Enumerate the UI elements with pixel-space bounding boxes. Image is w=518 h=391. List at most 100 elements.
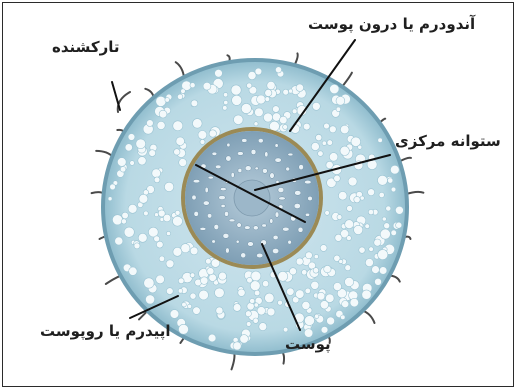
xylem-cell (245, 166, 251, 171)
cortex-cell (336, 107, 341, 112)
cortex-cell (278, 300, 283, 305)
xylem-cell (248, 242, 254, 247)
cortex-cell (296, 290, 305, 299)
cortex-cell (110, 184, 116, 190)
xylem-cell (257, 253, 263, 257)
xylem-cell (275, 144, 278, 148)
cortex-cell (129, 267, 137, 275)
cortex-cell (207, 268, 214, 275)
cortex-cell (190, 247, 198, 255)
cortex-cell (215, 288, 225, 298)
xylem-cell (241, 253, 246, 258)
cortex-cell (138, 157, 146, 165)
cortex-cell (340, 146, 349, 155)
cortex-cell (247, 83, 252, 88)
label-cortex: پوست (285, 335, 331, 353)
cortex-cell (391, 230, 397, 236)
cortex-cell (177, 94, 182, 99)
xylem-cell (288, 153, 293, 156)
cortex-cell (311, 142, 319, 150)
xylem-cell (275, 158, 281, 162)
cortex-cell (155, 213, 159, 217)
cortex-cell (219, 272, 227, 280)
cortex-cell (208, 334, 216, 342)
cortex-cell (254, 122, 258, 126)
cortex-cell (206, 259, 212, 265)
cortex-cell (338, 191, 347, 200)
cortex-cell (368, 189, 375, 196)
cortex-cell (233, 304, 241, 312)
cortex-cell (247, 277, 253, 283)
xylem-cell (200, 227, 206, 230)
cortex-cell (154, 177, 160, 183)
cortex-cell (390, 165, 399, 174)
cortex-cell (152, 169, 161, 178)
xylem-cell (295, 191, 301, 196)
cortex-cell (346, 236, 351, 241)
xylem-cell (229, 219, 235, 222)
cortex-cell (245, 311, 251, 317)
xylem-cell (305, 180, 312, 184)
cortex-cell (365, 224, 370, 229)
cortex-cell (188, 304, 192, 308)
cortex-cell (265, 97, 270, 102)
cortex-cell (253, 318, 258, 323)
cortex-cell (182, 302, 187, 307)
cortex-cell (391, 187, 396, 192)
xylem-cell (208, 176, 213, 179)
cortex-cell (166, 260, 174, 268)
cortex-cell (327, 140, 333, 146)
cortex-cell (378, 138, 383, 143)
cortex-cell (396, 222, 402, 228)
cortex-cell (348, 177, 357, 186)
cortex-cell (313, 268, 319, 274)
cortex-cell (117, 158, 126, 167)
cortex-cell (280, 116, 288, 124)
cortex-cell (345, 277, 354, 286)
cortex-cell (176, 137, 185, 146)
xylem-cell (192, 195, 196, 200)
cortex-cell (166, 288, 173, 295)
cortex-cell (273, 106, 280, 113)
cortex-cell (287, 288, 295, 296)
cortex-cell (305, 288, 311, 294)
cortex-cell (203, 82, 211, 90)
xylem-cell (265, 152, 268, 157)
xylem-cell (298, 227, 303, 232)
xylem-cell (294, 203, 300, 208)
label-epidermis: اپیدرم یا روپوست (40, 322, 171, 340)
cortex-cell (262, 281, 268, 287)
cortex-cell (341, 315, 346, 320)
cortex-cell (174, 149, 180, 155)
cortex-cell (374, 239, 381, 246)
cortex-cell (254, 290, 260, 296)
cortex-cell (296, 84, 304, 92)
cortex-cell (329, 153, 338, 162)
cortex-cell (170, 310, 179, 319)
cortex-cell (179, 159, 187, 167)
cortex-cell (215, 69, 223, 77)
xylem-cell (270, 219, 273, 224)
xylem-cell (279, 197, 286, 200)
xylem-cell (299, 165, 304, 170)
cortex-cell (238, 289, 245, 296)
cortex-cell (144, 278, 154, 288)
cortex-cell (325, 211, 330, 216)
cortex-cell (369, 247, 374, 252)
xylem-cell (278, 187, 284, 192)
cortex-cell (178, 289, 183, 294)
xylem-cell (273, 235, 278, 239)
xylem-cell (212, 152, 217, 155)
cortex-cell (368, 209, 373, 214)
cortex-cell (303, 123, 310, 130)
cortex-cell (255, 108, 264, 117)
xylem-cell (270, 173, 275, 179)
cortex-cell (234, 115, 244, 125)
cortex-cell (324, 123, 330, 129)
cortex-cell (156, 275, 165, 284)
cortex-cell (254, 303, 258, 307)
xylem-cell (226, 248, 230, 253)
xylem-cell (237, 152, 243, 156)
cortex-cell (259, 323, 267, 331)
cortex-cell (311, 281, 319, 289)
